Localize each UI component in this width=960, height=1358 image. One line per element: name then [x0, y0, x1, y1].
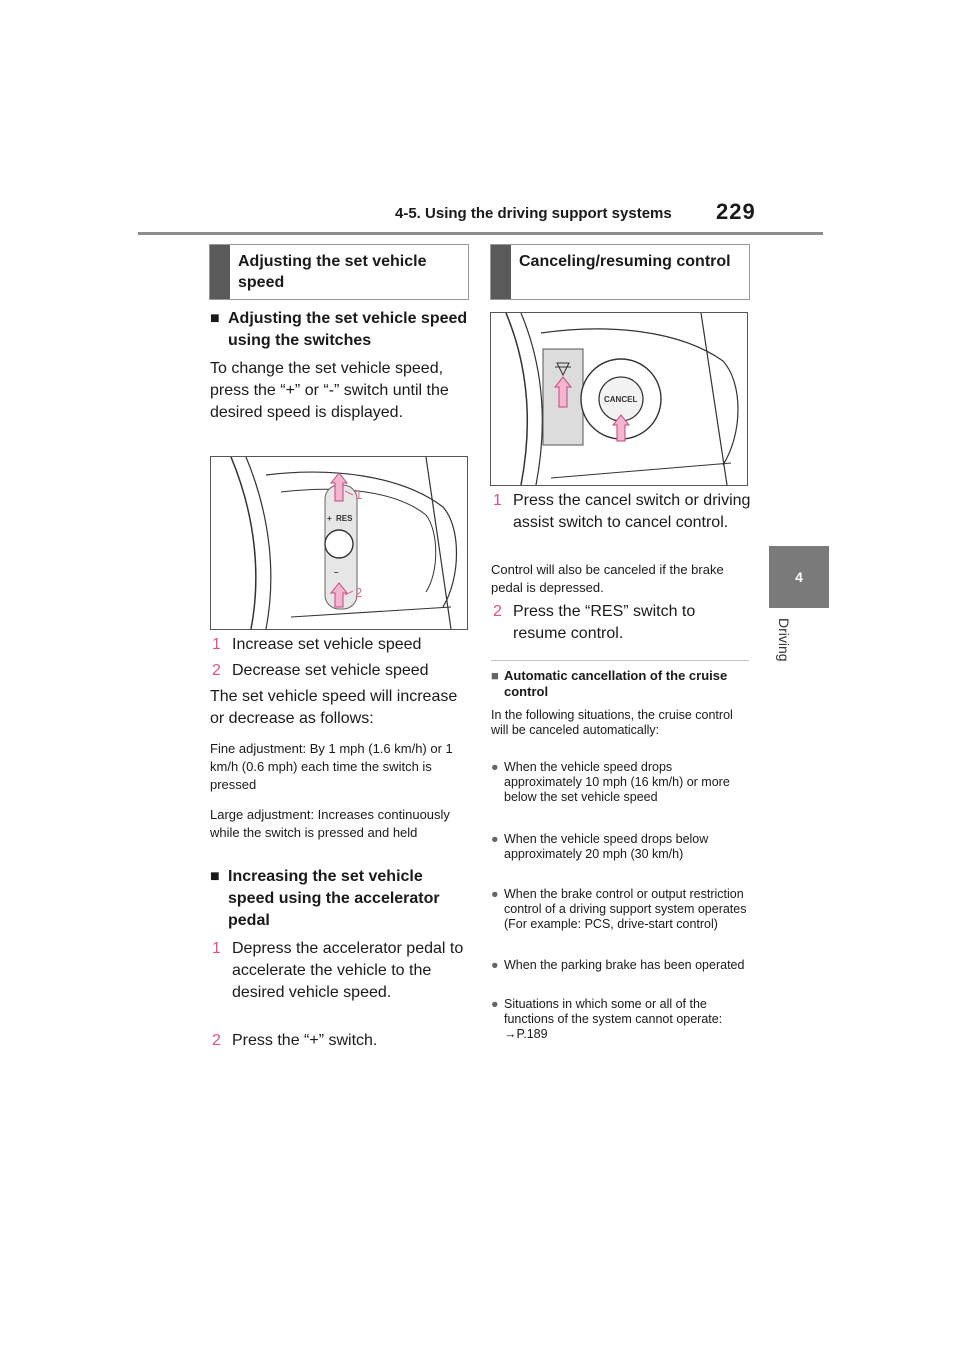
figure-cancel-switch: CANCEL	[490, 312, 748, 486]
up-arrow-icon	[611, 414, 631, 442]
square-marker-icon: ■	[210, 868, 220, 885]
driving-assist-icon	[555, 362, 571, 377]
large-adjustment-note: Large adjustment: Increases continuously…	[210, 807, 450, 840]
section-bar	[210, 245, 230, 299]
auto-cancel-intro: In the following situations, the cruise …	[491, 708, 733, 737]
list-item: ● Situations in which some or all of the…	[491, 997, 723, 1041]
paragraph-increase-decrease: The set vehicle speed will increase or d…	[210, 688, 458, 727]
figure-steering-switch: + RES – 1 2	[210, 456, 468, 630]
running-header-title: 4-5. Using the driving support systems	[395, 205, 672, 222]
chapter-tab-number: 4	[769, 546, 829, 608]
list-item: ● When the vehicle speed drops approxima…	[491, 760, 730, 804]
res-switch-label: RES	[336, 514, 353, 523]
subheading-accelerator: ■ Increasing the set vehicle speed using…	[210, 868, 440, 929]
brake-cancel-note: Control will also be canceled if the bra…	[491, 562, 724, 595]
up-arrow-icon	[329, 472, 349, 502]
bullet-icon: ●	[491, 760, 499, 774]
section-title: Canceling/resuming control	[519, 253, 731, 270]
cancel-switch-label: CANCEL	[604, 395, 637, 404]
section-box-adjusting: Adjusting the set vehicle speed	[209, 244, 469, 300]
step-press-plus: 2 Press the “+” switch.	[212, 1032, 378, 1049]
fine-adjustment-note: Fine adjustment: By 1 mph (1.6 km/h) or …	[210, 741, 453, 792]
section-title: Adjusting the set vehicle speed	[238, 253, 427, 291]
note-heading-auto-cancel: ■ Automatic cancellation of the cruise c…	[491, 668, 728, 699]
up-arrow-icon	[329, 582, 349, 608]
up-arrow-icon	[553, 376, 573, 408]
list-item: ● When the vehicle speed drops below app…	[491, 832, 709, 861]
bullet-icon: ●	[491, 997, 499, 1011]
list-item: ● When the parking brake has been operat…	[491, 958, 745, 972]
plus-switch-label: +	[327, 514, 332, 523]
bullet-icon: ●	[491, 887, 499, 901]
list-item: ● When the brake control or output restr…	[491, 887, 747, 931]
square-marker-icon: ■	[210, 310, 220, 327]
figure-label-1: 1	[355, 487, 362, 502]
section-bar	[491, 245, 511, 299]
note-divider	[491, 660, 749, 661]
figure-label-2: 2	[355, 585, 362, 600]
header-rule	[138, 232, 823, 235]
steering-switch-illustration: + RES – 1 2	[230, 457, 457, 629]
section-box-canceling: Canceling/resuming control	[490, 244, 750, 300]
paragraph-change-speed: To change the set vehicle speed, press t…	[210, 360, 449, 421]
step-decrease: 2 Decrease set vehicle speed	[212, 662, 429, 679]
bullet-icon: ●	[491, 832, 499, 846]
square-marker-icon: ■	[491, 668, 499, 683]
step-depress-accelerator: 1 Depress the accelerator pedal to accel…	[212, 940, 464, 1001]
subheading-switches: ■ Adjusting the set vehicle speed using …	[210, 310, 468, 349]
cancel-switch-illustration: CANCEL	[505, 313, 739, 485]
step-press-res: 2 Press the “RES” switch to resume contr…	[493, 603, 696, 642]
step-increase: 1 Increase set vehicle speed	[212, 636, 422, 653]
step-press-cancel: 1 Press the cancel switch or driving ass…	[493, 492, 751, 531]
chapter-tab-label: Driving	[776, 618, 792, 662]
bullet-icon: ●	[491, 958, 499, 972]
minus-switch-label: –	[334, 568, 339, 577]
page-number: 229	[716, 199, 756, 224]
